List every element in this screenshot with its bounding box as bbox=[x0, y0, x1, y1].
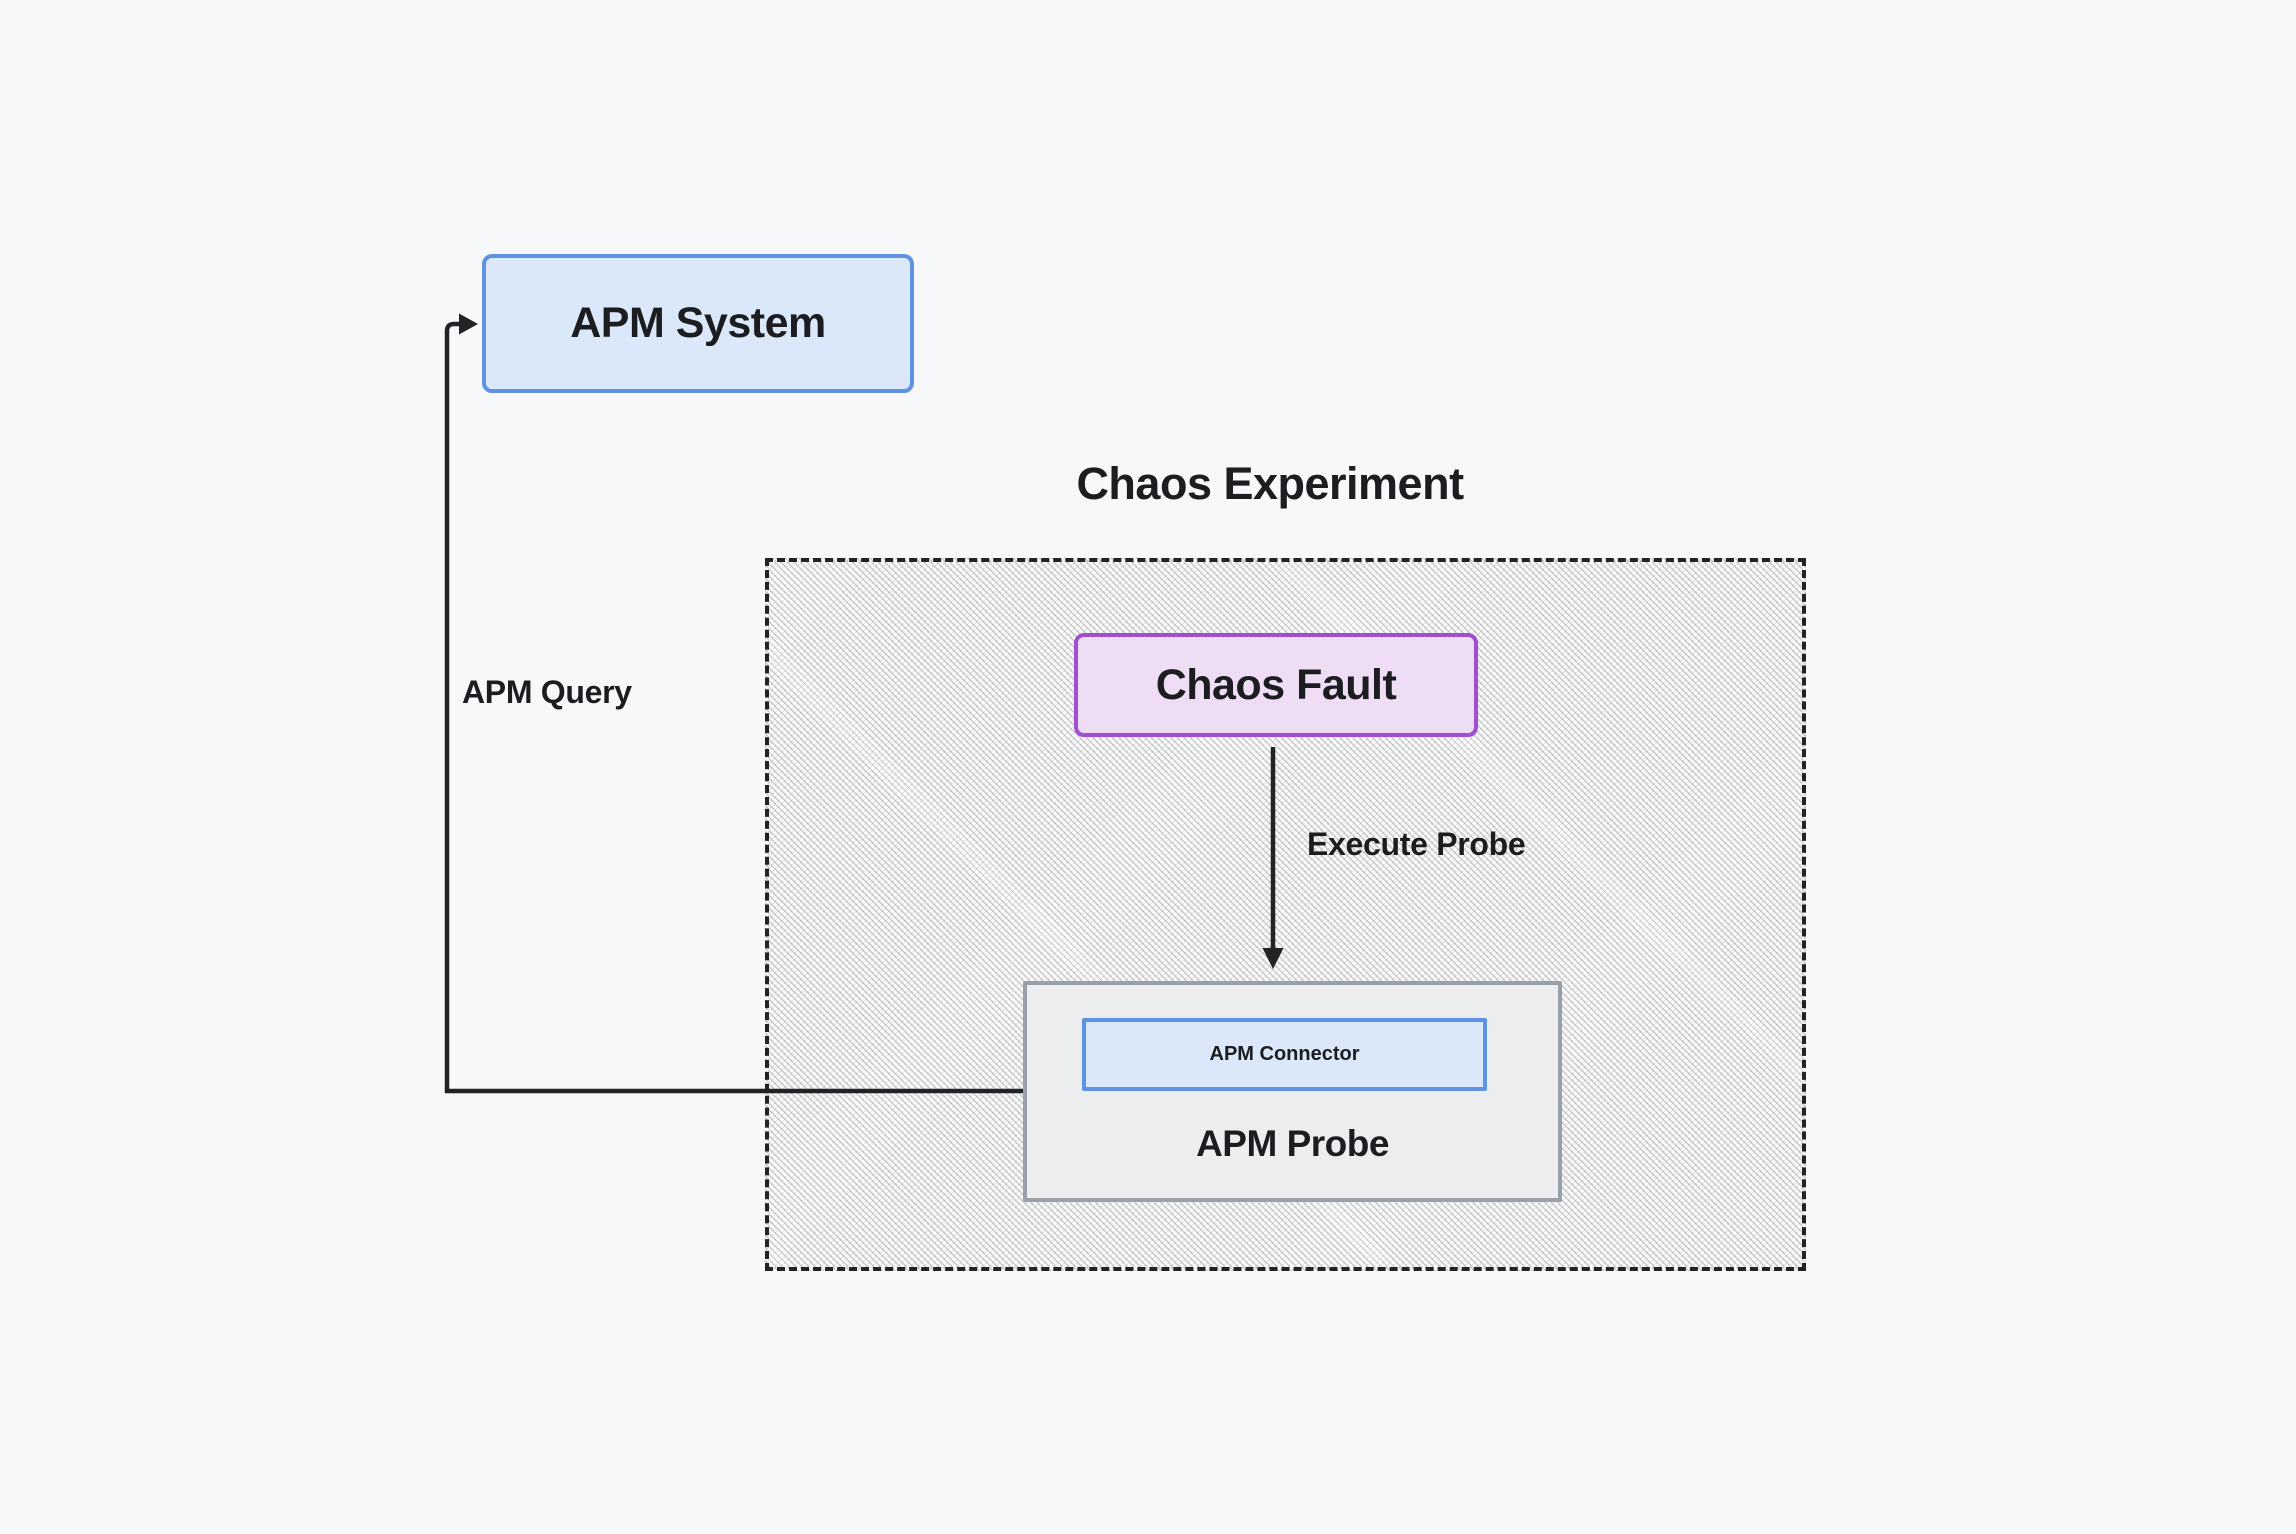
edge-label-apm-query: APM Query bbox=[462, 674, 632, 710]
edge-label-execute-probe: Execute Probe bbox=[1307, 826, 1526, 862]
node-apm-system-label: APM System bbox=[570, 299, 826, 347]
node-apm-probe-label: APM Probe bbox=[1196, 1123, 1389, 1164]
node-apm-system: APM System bbox=[482, 254, 914, 393]
node-chaos-fault-label: Chaos Fault bbox=[1155, 660, 1397, 709]
node-apm-connector-label: APM Connector bbox=[1209, 1043, 1360, 1065]
diagram-title: Chaos Experiment bbox=[1076, 458, 1464, 509]
node-apm-probe: APM Connector APM Probe bbox=[1023, 981, 1562, 1202]
node-chaos-fault: Chaos Fault bbox=[1074, 633, 1478, 737]
arrowhead-apm-query bbox=[459, 313, 478, 335]
node-apm-connector: APM Connector bbox=[1082, 1018, 1487, 1091]
